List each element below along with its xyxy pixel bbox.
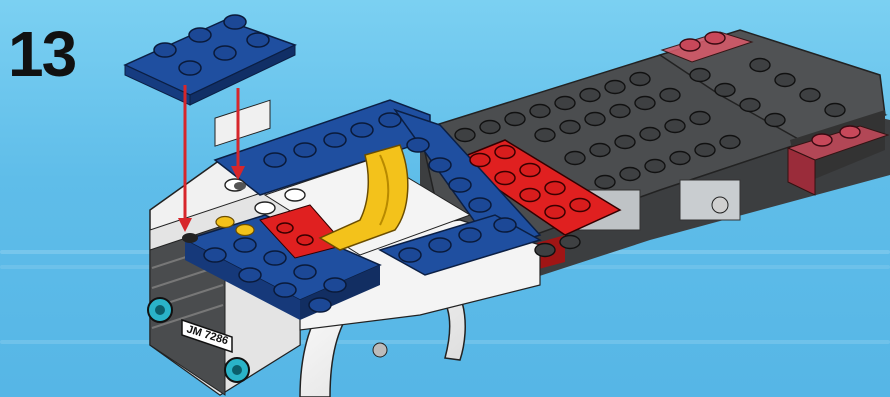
new-blue-plate <box>125 15 295 105</box>
